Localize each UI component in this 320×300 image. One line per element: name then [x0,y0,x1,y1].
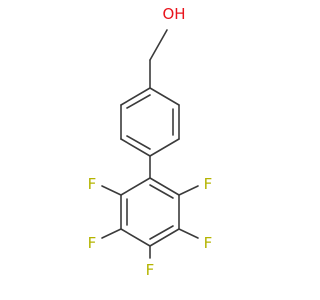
bond-upper-6 [120,87,151,106]
upper-benzene-ring [120,87,180,157]
bond-upper-double-3 [126,94,151,109]
bond-c-o [149,29,168,61]
bond-lower-double-1 [149,184,174,199]
fluorine-label-lower-left: F [88,234,97,252]
bond-c-f-lower-right [178,228,199,239]
bond-c-f-upper-left [101,185,122,196]
bond-upper-4 [120,138,151,157]
fluorine-label-bottom: F [146,261,155,279]
lower-pentafluorophenyl-ring [120,177,180,247]
hydroxyl-label: OH [162,5,185,23]
bond-c-f-lower-left [101,228,122,239]
bond-c-f-upper-right [178,185,199,196]
bond-lower-3 [149,228,180,247]
bond-lower-double-2 [149,225,174,240]
bond-upper-3 [149,138,180,157]
fluorine-label-upper-left: F [88,175,97,193]
structure-diagram: OH F F F F F [88,5,213,279]
bond-upper-double-2 [126,135,151,150]
bond-lower-6 [120,177,151,196]
bond-lower-1 [149,177,180,196]
bond-lower-4 [120,228,151,247]
bond-upper-1 [149,87,180,106]
fluorine-label-upper-right: F [204,175,213,193]
fluorine-label-lower-right: F [204,234,213,252]
